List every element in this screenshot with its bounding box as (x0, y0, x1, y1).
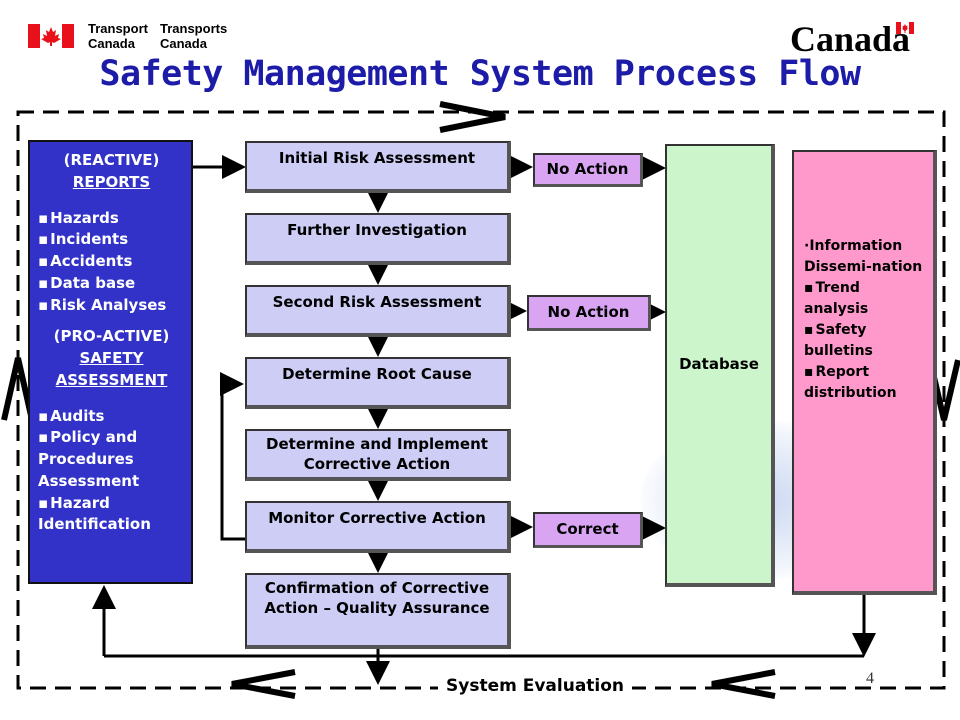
list-item: Audits (38, 406, 185, 428)
step-initial-risk-assessment: Initial Risk Assessment (245, 141, 511, 193)
page-number: 4 (866, 670, 874, 687)
page-title: Safety Management System Process Flow (99, 54, 861, 94)
information-box: ·Information Dissemi-nation Trend analys… (792, 150, 937, 595)
system-evaluation-label: System Evaluation (438, 674, 633, 698)
list-item: Hazard Identification (38, 493, 185, 537)
list-item: Trend analysis (804, 278, 927, 320)
list-item: Report distribution (804, 362, 927, 404)
info-dissemination-item: ·Information Dissemi-nation (804, 238, 923, 275)
list-item: Risk Analyses (38, 295, 185, 317)
bottom-left-chevron-icon (231, 669, 296, 699)
list-item: Hazards (38, 208, 185, 230)
database-box: Database (665, 144, 775, 587)
step-determine-implement-corrective-action: Determine and Implement Corrective Actio… (245, 429, 511, 481)
reports-heading-safety: SAFETY (79, 349, 144, 367)
list-item: Policy and Procedures Assessment (38, 427, 185, 492)
info-list: Trend analysis Safety bulletins Report d… (804, 278, 927, 404)
wordmark-flag-icon (896, 22, 914, 34)
list-item: Incidents (38, 229, 185, 251)
step-determine-root-cause: Determine Root Cause (245, 357, 511, 409)
reactive-list: Hazards Incidents Accidents Data base Ri… (38, 208, 185, 317)
step-further-investigation: Further Investigation (245, 213, 511, 265)
canada-wordmark: Canada (790, 18, 920, 59)
top-chevron-icon (439, 101, 506, 133)
action-no-action-1: No Action (533, 153, 643, 187)
action-no-action-2: No Action (527, 295, 651, 331)
step-confirmation-quality-assurance: Confirmation of Corrective Action – Qual… (245, 573, 511, 649)
reports-heading-reports: REPORTS (72, 172, 151, 191)
department-name-fr: Transports Canada (160, 21, 228, 51)
left-chevron-icon (1, 357, 35, 421)
list-item: Accidents (38, 251, 185, 273)
action-correct: Correct (533, 512, 643, 548)
list-item: Data base (38, 273, 185, 295)
reports-heading-reactive: (REACTIVE) (63, 151, 160, 169)
step-monitor-corrective-action: Monitor Corrective Action (245, 501, 511, 553)
department-name-en: Transport Canada (88, 21, 148, 51)
proactive-list: Audits Policy and Procedures Assessment … (38, 406, 185, 537)
step-second-risk-assessment: Second Risk Assessment (245, 285, 511, 337)
bottom-right-chevron-icon (711, 669, 776, 699)
canada-flag-icon (28, 24, 74, 48)
reports-box: (REACTIVE) REPORTS Hazards Incidents Acc… (28, 140, 193, 584)
reports-heading-assessment: ASSESSMENT (55, 370, 168, 389)
reports-heading-proactive: (PRO-ACTIVE) (53, 327, 170, 346)
list-item: Safety bulletins (804, 320, 927, 362)
